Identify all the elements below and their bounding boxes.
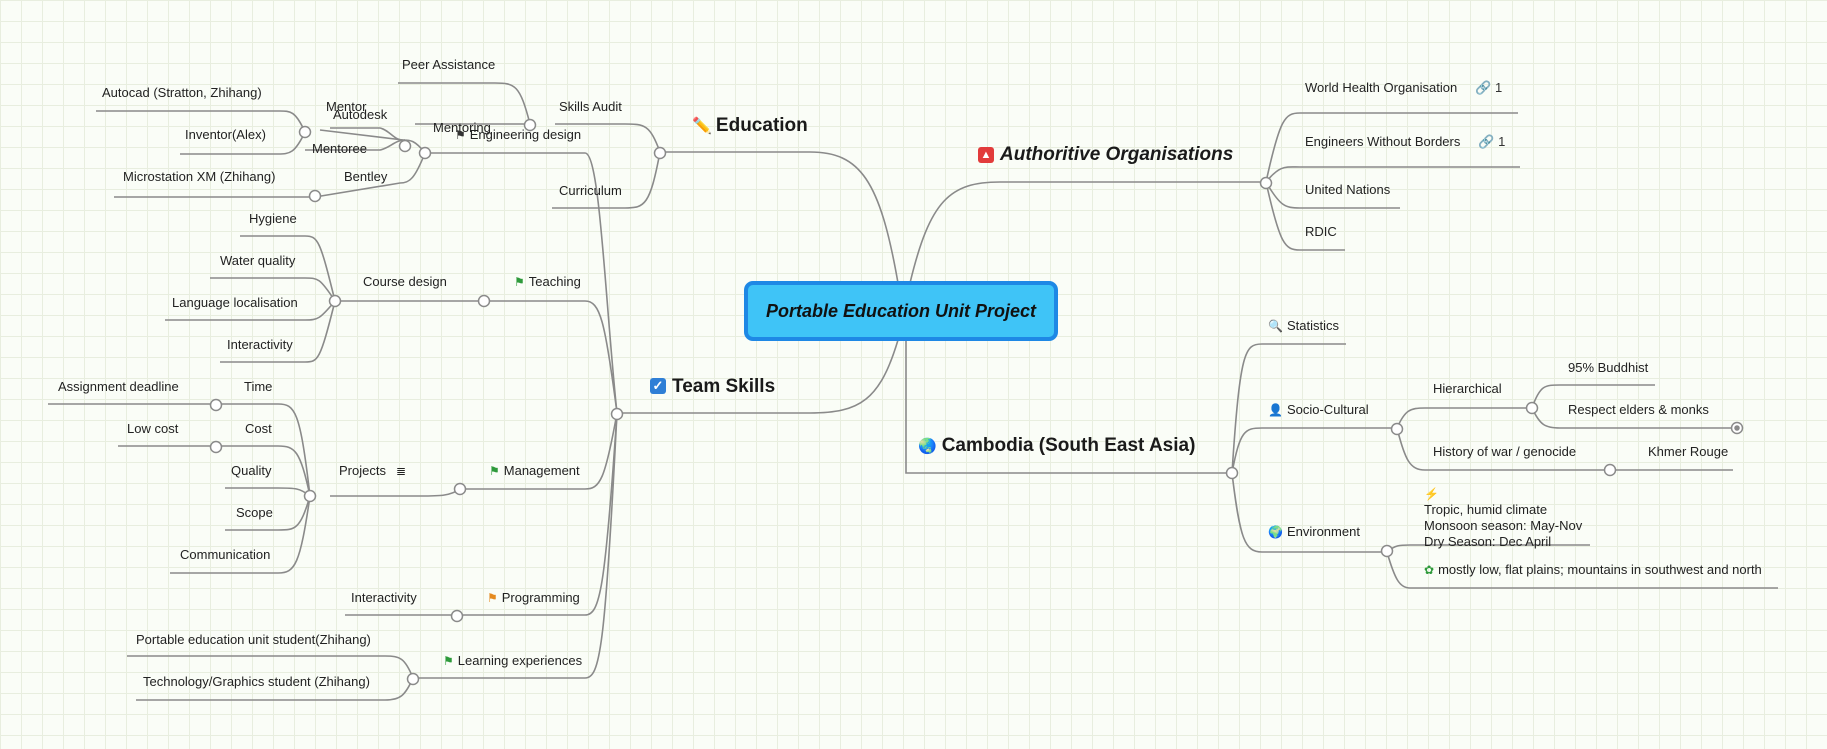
topic-education[interactable]: ✏️Education [692, 114, 808, 139]
flag-icon: ⚑ [487, 591, 498, 605]
topic-assignment-deadline[interactable]: Assignment deadline [58, 379, 179, 394]
topic-course-design[interactable]: Course design [363, 274, 447, 289]
checkbox-icon: ✓ [650, 378, 666, 394]
topic-autodesk[interactable]: Autodesk [333, 107, 388, 122]
topic-programming[interactable]: ⚑Programming [487, 590, 580, 606]
topic-teaching[interactable]: ⚑Teaching [514, 274, 581, 290]
clover-icon: ✿ [1424, 563, 1435, 577]
topic-curriculum[interactable]: Curriculum [559, 183, 622, 198]
topic-learning-student[interactable]: Portable education unit student(Zhihang) [136, 632, 371, 647]
topic-cambodia[interactable]: 🌏Cambodia (South East Asia) [918, 434, 1195, 459]
topic-teaching-label: Teaching [528, 274, 581, 289]
flag-icon: ⚑ [443, 654, 454, 668]
topic-engineering-design-label: Engineering design [469, 127, 582, 142]
topic-projects[interactable]: Projects ≣ [339, 463, 410, 479]
topic-learning-graphics[interactable]: Technology/Graphics student (Zhihang) [143, 674, 370, 689]
topic-time[interactable]: Time [244, 379, 273, 394]
topic-terrain[interactable]: ✿mostly low, flat plains; mountains in s… [1424, 562, 1762, 578]
topic-cost[interactable]: Cost [245, 421, 272, 436]
topic-united-nations[interactable]: United Nations [1305, 182, 1391, 197]
topic-learning-experiences[interactable]: ⚑Learning experiences [443, 653, 582, 669]
lightning-icon: ⚡ [1424, 487, 1439, 501]
topic-mentor[interactable]: Mentor [326, 99, 367, 114]
topic-ewb[interactable]: Engineers Without Borders 🔗 1 [1305, 134, 1505, 150]
topic-buddhist[interactable]: 95% Buddhist [1568, 360, 1649, 375]
notes-icon: ≣ [395, 464, 407, 478]
topic-cambodia-label: Cambodia (South East Asia) [941, 435, 1196, 456]
central-topic[interactable]: Portable Education Unit Project [744, 281, 1058, 341]
climate-line: Monsoon season: May-Nov [1424, 518, 1583, 533]
topic-interactivity[interactable]: Interactivity [227, 337, 293, 352]
pencil-icon: ✏️ [692, 118, 712, 135]
topic-mentoree[interactable]: Mentoree [312, 141, 367, 156]
topic-climate[interactable]: ⚡Tropic, humid climate Monsoon season: M… [1424, 486, 1582, 550]
topic-low-cost[interactable]: Low cost [127, 421, 179, 436]
topic-bentley[interactable]: Bentley [344, 169, 388, 184]
topic-hierarchical[interactable]: Hierarchical [1433, 381, 1502, 396]
topic-who-label: World Health Organisation [1305, 80, 1458, 95]
topic-statistics[interactable]: 🔍Statistics [1268, 318, 1339, 334]
topic-environment-label: Environment [1286, 524, 1360, 539]
globe-icon: 🌏 [918, 438, 937, 455]
topic-language-localisation[interactable]: Language localisation [172, 295, 298, 310]
topic-terrain-label: mostly low, flat plains; mountains in so… [1438, 562, 1762, 577]
topic-team-skills-label: Team Skills [672, 376, 776, 397]
topic-autocad[interactable]: Autocad (Stratton, Zhihang) [102, 85, 262, 100]
flag-icon: ⚑ [489, 464, 500, 478]
topic-khmer-rouge[interactable]: Khmer Rouge [1648, 444, 1729, 459]
topic-communication[interactable]: Communication [180, 547, 271, 562]
magnifier-icon: 🔍 [1268, 319, 1283, 333]
central-topic-label: Portable Education Unit Project [765, 300, 1037, 321]
topic-management[interactable]: ⚑Management [489, 463, 580, 479]
topic-inventor[interactable]: Inventor(Alex) [185, 127, 266, 142]
topic-management-label: Management [503, 463, 580, 478]
climate-line: ⚡Tropic, humid climate [1424, 486, 1582, 518]
globe-icon: 🌍 [1268, 525, 1283, 539]
person-icon: 👤 [1268, 403, 1283, 417]
flag-icon: ⚑ [514, 275, 525, 289]
topic-socio-cultural[interactable]: 👤Socio-Cultural [1268, 402, 1369, 418]
topic-mentoring[interactable]: Mentoring [433, 120, 491, 135]
topic-history[interactable]: History of war / genocide [1433, 444, 1577, 459]
flag-icon: ⚑ [455, 128, 466, 142]
topic-statistics-label: Statistics [1286, 318, 1339, 333]
siren-icon: ▲ [978, 147, 994, 163]
topic-programming-label: Programming [501, 590, 580, 605]
topic-hygiene[interactable]: Hygiene [249, 211, 297, 226]
link-count: 1 [1498, 134, 1506, 149]
topic-ewb-label: Engineers Without Borders [1305, 134, 1461, 149]
link-icon[interactable]: 🔗 1 [1475, 80, 1503, 95]
topic-environment[interactable]: 🌍Environment [1268, 524, 1360, 540]
topic-team-skills[interactable]: ✓ Team Skills [650, 375, 775, 399]
topic-who[interactable]: World Health Organisation 🔗 1 [1305, 80, 1502, 96]
topic-scope[interactable]: Scope [236, 505, 273, 520]
climate-line: Dry Season: Dec April [1424, 534, 1552, 549]
topic-respect-elders[interactable]: Respect elders & monks [1568, 402, 1709, 417]
topic-socio-cultural-label: Socio-Cultural [1286, 402, 1369, 417]
topic-skills-audit[interactable]: Skills Audit [559, 99, 622, 114]
topic-learning-experiences-label: Learning experiences [457, 653, 583, 668]
topic-peer-assistance[interactable]: Peer Assistance [402, 57, 496, 72]
topic-authoritive-organisations-label: Authoritive Organisations [1000, 144, 1234, 165]
link-count: 1 [1495, 80, 1503, 95]
topic-engineering-design[interactable]: ⚑Engineering design [455, 127, 581, 143]
topic-projects-label: Projects [339, 463, 386, 478]
topic-education-label: Education [715, 115, 808, 136]
topic-quality[interactable]: Quality [231, 463, 272, 478]
topic-water-quality[interactable]: Water quality [220, 253, 296, 268]
topic-microstation[interactable]: Microstation XM (Zhihang) [123, 169, 276, 184]
link-icon[interactable]: 🔗 1 [1478, 134, 1506, 149]
topic-authoritive-organisations[interactable]: ▲ Authoritive Organisations [978, 143, 1233, 167]
topic-rdic[interactable]: RDIC [1305, 224, 1337, 239]
topic-programming-interactivity[interactable]: Interactivity [351, 590, 417, 605]
